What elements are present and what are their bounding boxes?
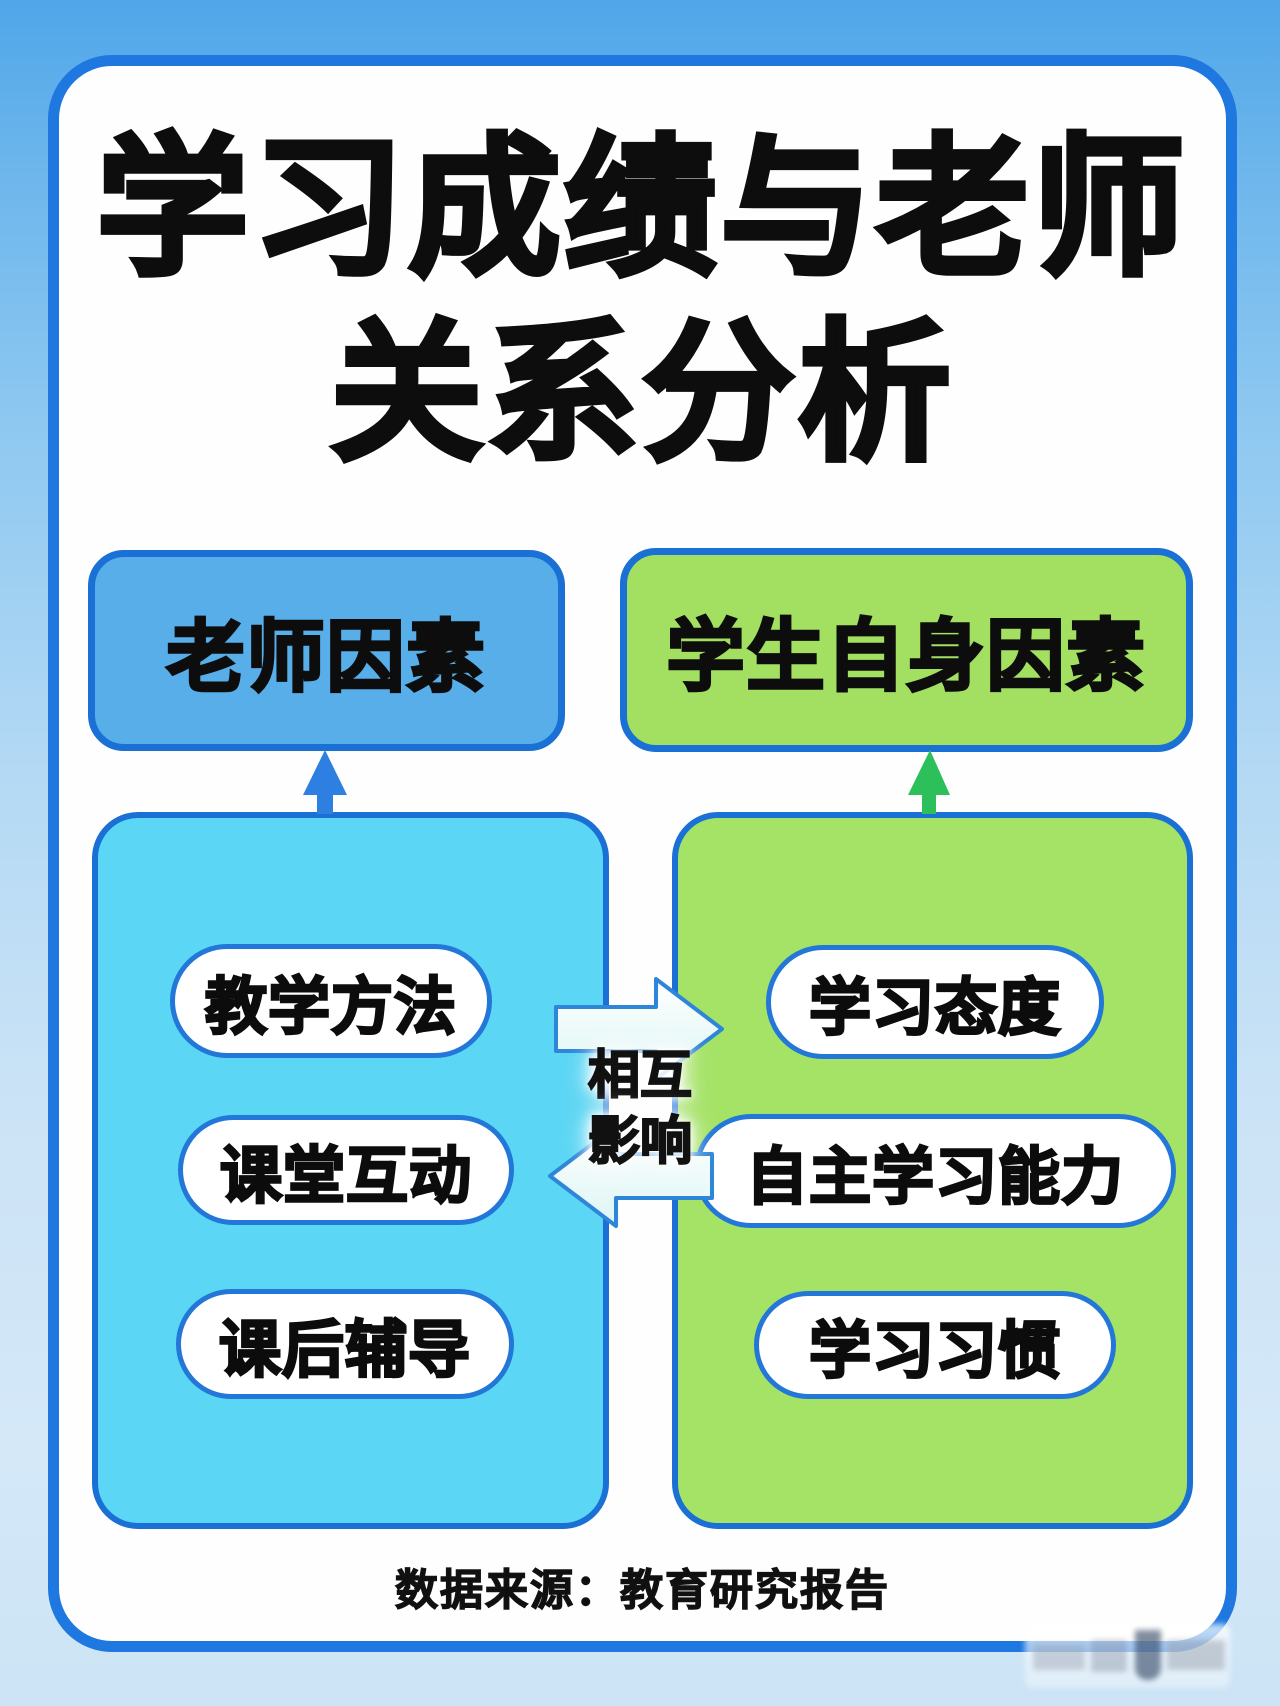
student-factors-header: 学生自身因素 [620, 548, 1193, 752]
mutual-influence-line-1: 相互 [587, 1045, 693, 1107]
factor-pill-label: 自主学习能力 [745, 1139, 1125, 1215]
factor-pill-label: 课堂互动 [219, 1138, 473, 1214]
watermark-haze [1025, 1624, 1230, 1688]
watermark-mark [1167, 1640, 1225, 1670]
watermark-mark [1135, 1630, 1161, 1680]
data-source-text: 数据来源：教育研究报告 [394, 1565, 890, 1616]
teacher-factors-header-label: 老师因素 [165, 611, 487, 704]
factor-pill-learning-attitude: 学习态度 [766, 945, 1104, 1059]
watermark-smudge [1025, 1624, 1230, 1688]
mutual-influence-label: 相互 影响 [558, 1044, 722, 1175]
factor-pill-self-learning-ability: 自主学习能力 [694, 1114, 1176, 1228]
factor-pill-after-class-tutoring: 课后辅导 [176, 1289, 514, 1399]
factor-pill-teaching-method: 教学方法 [170, 944, 492, 1058]
mutual-influence-line-2: 影响 [587, 1111, 693, 1173]
factor-pill-study-habits: 学习习惯 [754, 1291, 1116, 1399]
factor-pill-label: 学习习惯 [808, 1313, 1062, 1389]
factor-pill-class-interaction: 课堂互动 [178, 1115, 514, 1225]
factor-pill-label: 教学方法 [204, 969, 458, 1045]
teacher-factors-header: 老师因素 [88, 550, 565, 751]
factor-pill-label: 课后辅导 [218, 1312, 472, 1388]
watermark-mark [1091, 1640, 1127, 1672]
poster-title: 学习成绩与老师 关系分析 [48, 116, 1237, 487]
title-line-2: 关系分析 [328, 303, 955, 485]
factor-pill-label: 学习态度 [808, 970, 1062, 1046]
data-source-caption: 数据来源：教育研究报告 [48, 1556, 1237, 1618]
title-line-1: 学习成绩与老师 [94, 117, 1189, 299]
watermark-mark [1033, 1644, 1085, 1670]
student-factors-header-label: 学生自身因素 [665, 611, 1147, 704]
